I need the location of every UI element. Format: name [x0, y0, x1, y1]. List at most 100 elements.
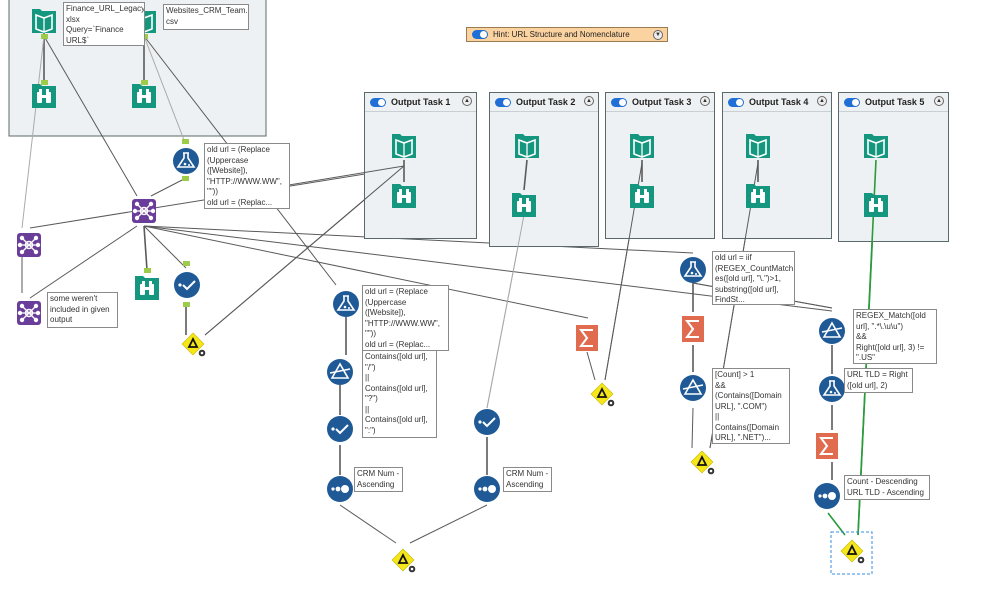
compare-tool[interactable] [391, 548, 417, 574]
connection [523, 159, 528, 191]
connection [339, 504, 397, 544]
output-data-tool-task5[interactable] [863, 133, 889, 159]
browse-tool[interactable] [864, 193, 888, 217]
input-anchor[interactable] [144, 268, 151, 273]
output-data-tool-task1[interactable] [391, 133, 417, 159]
container-title: Output Task 1 [391, 97, 451, 107]
output-anchor[interactable] [41, 34, 48, 39]
select-tool[interactable] [326, 415, 354, 443]
browse-tool[interactable] [512, 193, 536, 217]
connection [409, 504, 488, 544]
join-tool-bottom[interactable] [16, 300, 42, 326]
join-tool-main[interactable] [131, 198, 157, 224]
browse-tool[interactable] [392, 184, 416, 208]
connection [586, 351, 596, 381]
join-tool-left[interactable] [16, 232, 42, 258]
connection [143, 35, 185, 141]
connection [143, 225, 148, 271]
select-tool[interactable] [473, 408, 501, 436]
container-output-task-2[interactable]: Output Task 2 ▲ [489, 92, 599, 247]
toggle-icon[interactable] [370, 97, 386, 107]
collapse-icon[interactable]: ▲ [700, 96, 710, 106]
container-title: Output Task 3 [632, 97, 692, 107]
annotation-sort-right: CRM Num - Ascending [503, 467, 552, 492]
input-anchor[interactable] [182, 139, 189, 144]
annotation-input-websites: Websites_CRM_Team. csv [163, 4, 249, 30]
container-title: Output Task 4 [749, 97, 809, 107]
summarize-tool[interactable] [815, 432, 839, 460]
summarize-tool[interactable] [575, 324, 599, 352]
collapse-icon[interactable]: ▲ [934, 96, 944, 106]
output-data-tool-task4[interactable] [745, 133, 771, 159]
connection [150, 177, 187, 197]
formula-tool[interactable] [332, 290, 360, 318]
input-anchor[interactable] [141, 80, 148, 85]
hint-title: Hint: URL Structure and Nomenclature [493, 30, 630, 39]
input-anchor[interactable] [183, 261, 190, 266]
filter-tool[interactable] [326, 358, 354, 386]
chevron-down-icon[interactable]: ▼ [653, 30, 663, 40]
annotation-formula-mid: old url = (Replace (Uppercase ([Website]… [362, 285, 449, 351]
toggle-icon[interactable] [472, 30, 488, 39]
compare-tool[interactable] [690, 450, 716, 476]
connection [486, 214, 525, 409]
container-output-task-4[interactable]: Output Task 4 ▲ [722, 92, 832, 239]
select-tool[interactable] [173, 271, 201, 299]
annotation-filter-regex: REGEX_Match([old url], ".*\.\u\u") && Ri… [853, 309, 937, 364]
toggle-icon[interactable] [728, 97, 744, 107]
compare-tool[interactable] [590, 382, 616, 408]
input-anchor[interactable] [41, 80, 48, 85]
annotation-formula-tld: URL TLD = Right ([old url], 2) [844, 368, 913, 393]
browse-tool[interactable] [135, 276, 159, 300]
selected-connection [827, 512, 846, 536]
connection [143, 225, 589, 319]
annotation-formula-top: old url = (Replace (Uppercase ([Website]… [204, 143, 290, 209]
connection [691, 407, 694, 449]
connection [204, 165, 405, 336]
container-output-task-1[interactable]: Output Task 1 ▲ [364, 92, 477, 239]
annotation-formula-iif: old url = iif (REGEX_CountMatch es([old … [712, 251, 795, 305]
compare-tool[interactable] [181, 332, 207, 358]
hint-container[interactable]: Hint: URL Structure and Nomenclature ▼ [466, 27, 668, 42]
container-header[interactable]: Output Task 1 ▲ [365, 93, 476, 112]
browse-tool[interactable] [746, 184, 770, 208]
browse-tool[interactable] [630, 184, 654, 208]
annotation-join-note: some weren't included in given output [47, 292, 118, 328]
selection-box [830, 531, 873, 575]
sort-tool[interactable] [474, 476, 500, 502]
collapse-icon[interactable]: ▲ [462, 96, 472, 106]
connection [29, 225, 138, 299]
formula-tool[interactable] [679, 256, 707, 284]
input-data-tool-finance[interactable] [31, 8, 57, 34]
output-data-tool-task2[interactable] [514, 133, 540, 159]
collapse-icon[interactable]: ▲ [817, 96, 827, 106]
container-header[interactable]: Output Task 5 ▲ [839, 93, 948, 112]
toggle-icon[interactable] [844, 97, 860, 107]
formula-tool[interactable] [818, 375, 846, 403]
container-output-task-3[interactable]: Output Task 3 ▲ [605, 92, 715, 239]
filter-tool[interactable] [818, 317, 846, 345]
output-data-tool-task3[interactable] [629, 133, 655, 159]
sort-tool[interactable] [327, 476, 353, 502]
output-anchor[interactable] [183, 302, 190, 307]
compare-tool-selected[interactable] [840, 539, 866, 565]
output-anchor[interactable] [182, 176, 189, 181]
container-header[interactable]: Output Task 3 ▲ [606, 93, 714, 112]
container-header[interactable]: Output Task 4 ▲ [723, 93, 831, 112]
toggle-icon[interactable] [495, 97, 511, 107]
container-output-task-5[interactable]: Output Task 5 ▲ [838, 92, 949, 242]
connection [143, 225, 694, 254]
collapse-icon[interactable]: ▲ [584, 96, 594, 106]
formula-tool[interactable] [172, 147, 200, 175]
annotation-filter-count: [Count] > 1 && (Contains([Domain URL], "… [712, 368, 790, 444]
summarize-tool[interactable] [681, 315, 705, 343]
annotation-sort-count: Count - Descending URL TLD - Ascending [844, 475, 930, 500]
sort-tool[interactable] [814, 483, 840, 509]
toggle-icon[interactable] [611, 97, 627, 107]
browse-tool[interactable] [132, 84, 156, 108]
filter-tool[interactable] [679, 374, 707, 402]
container-header[interactable]: Output Task 2 ▲ [490, 93, 598, 112]
container-title: Output Task 2 [516, 97, 576, 107]
browse-tool[interactable] [32, 84, 56, 108]
